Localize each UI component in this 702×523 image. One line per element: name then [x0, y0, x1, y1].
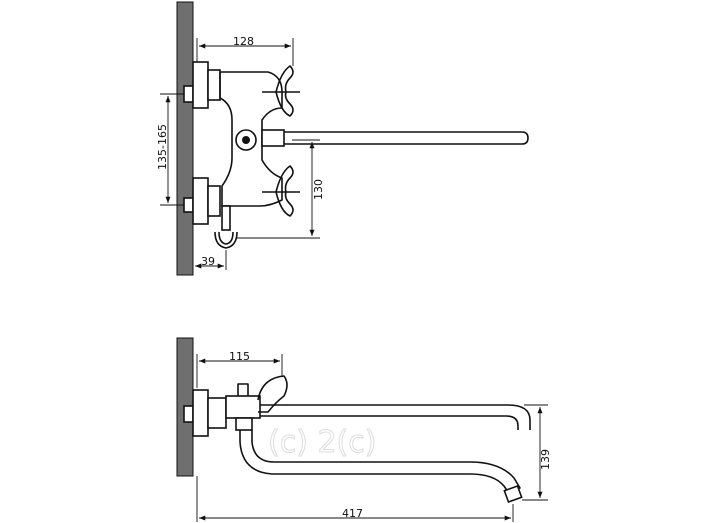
wall-flange-side	[183, 405, 194, 423]
dim-label-130: 130	[312, 179, 325, 200]
watermark: (c) 2(c)	[268, 425, 376, 460]
eccentric-upper	[192, 61, 209, 109]
wall-flange-lower	[183, 197, 194, 213]
spout-collar	[261, 129, 285, 147]
spout-tip	[503, 484, 523, 504]
wall-flange-upper	[183, 85, 194, 103]
dim-label-128: 128	[233, 35, 254, 48]
nut-side	[207, 397, 227, 429]
nut-lower	[207, 185, 221, 217]
spout-tube-front	[262, 131, 529, 145]
dim-label-135-165: 135-165	[156, 124, 169, 170]
diverter-knob-center	[242, 136, 250, 144]
dim-label-139: 139	[539, 449, 552, 470]
eccentric-side	[192, 389, 209, 437]
dim-label-417: 417	[342, 507, 363, 520]
mixer-body	[219, 71, 283, 207]
shower-holder	[214, 205, 238, 249]
dim-label-39: 39	[201, 255, 215, 268]
side-view: (c) 2(c) 115 139 417	[176, 337, 552, 522]
body-bottom-side	[235, 417, 253, 431]
cross-handle-lower	[262, 165, 300, 217]
nut-upper	[207, 69, 221, 101]
cross-handle-upper	[262, 65, 300, 117]
spout-side	[260, 404, 531, 430]
dim-label-115: 115	[229, 350, 250, 363]
eccentric-lower	[192, 177, 209, 225]
wall-front	[176, 1, 194, 276]
body-side	[225, 395, 261, 419]
front-view: 128 135-165 130 39	[156, 1, 529, 276]
